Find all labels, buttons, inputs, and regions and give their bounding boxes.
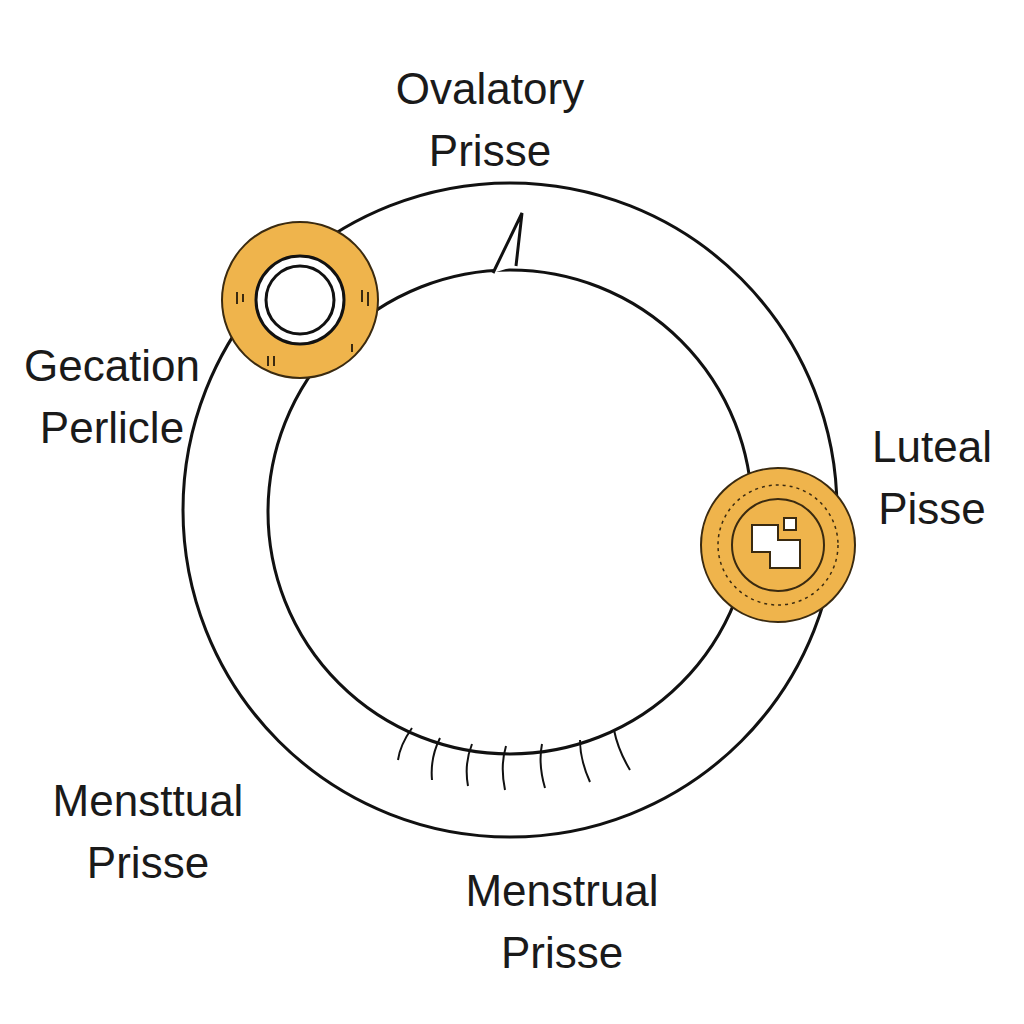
- phase-label: Luteal Pisse: [872, 416, 992, 540]
- follicle-marker: [222, 222, 378, 378]
- phase-label: Ovalatory Prisse: [396, 58, 584, 182]
- ovulation-notch: [493, 213, 522, 273]
- menstrual-ticks: [398, 728, 630, 790]
- phase-label: Gecation Perlicle: [24, 335, 200, 459]
- phase-label: Mensttual Prisse: [53, 770, 244, 894]
- phase-label: Menstrual Prisse: [465, 860, 658, 984]
- luteal-marker: [701, 468, 855, 622]
